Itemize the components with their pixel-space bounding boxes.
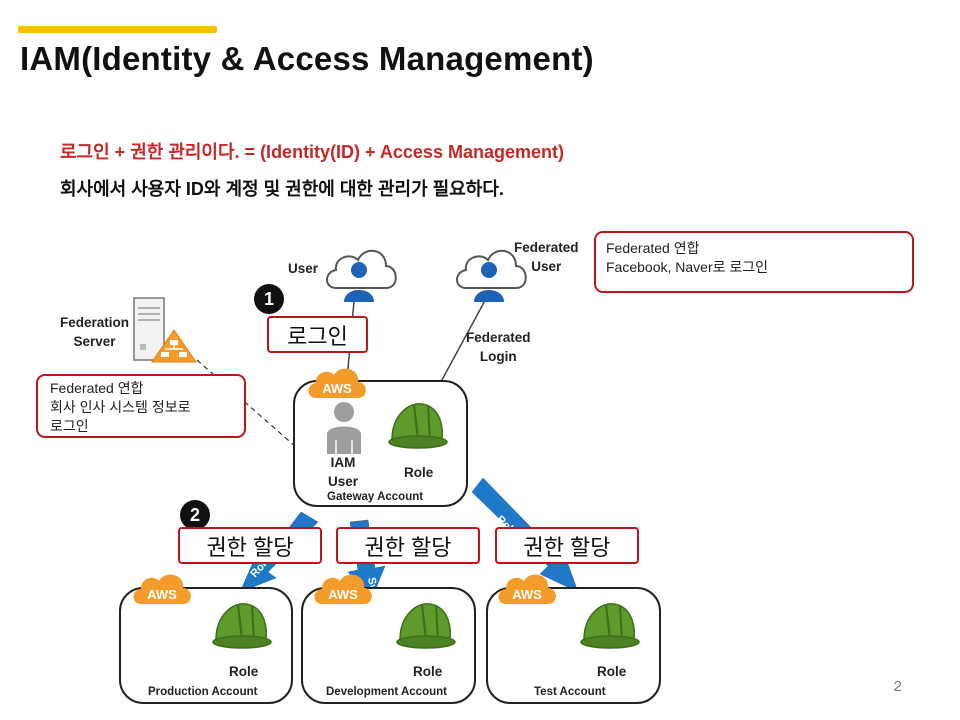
- federation-server-label-line2: Server: [73, 334, 116, 349]
- note-corporate-line3: 로그인: [50, 418, 89, 434]
- aws-cloud-icon: AWS: [308, 368, 366, 398]
- assign-box-test: 권한 할당: [495, 527, 639, 564]
- federated-user-label-line1: Federated: [514, 240, 579, 255]
- iam-user-icon: [327, 402, 361, 454]
- aws-badge-text: AWS: [147, 587, 177, 602]
- description-line: 회사에서 사용자 ID와 계정 및 권한에 대한 관리가 필요하다.: [60, 179, 504, 199]
- aws-badge-text: AWS: [512, 587, 542, 602]
- accent-bar: [18, 26, 217, 33]
- production-account-label: Production Account: [148, 686, 258, 698]
- note-corporate-line2: 회사 인사 시스템 정보로: [50, 399, 191, 415]
- gateway-account-label: Gateway Account: [327, 491, 424, 503]
- definition-line: 로그인 + 권한 관리이다. = (Identity(ID) + Access …: [60, 142, 564, 162]
- federated-login-label: Federated Login: [466, 328, 531, 366]
- federation-server-label: Federation Server: [60, 313, 129, 351]
- development-account-label: Development Account: [326, 686, 447, 698]
- aws-cloud-icon: AWS: [498, 574, 556, 604]
- federated-user-label-line2: User: [531, 259, 562, 274]
- page-title: IAM(Identity & Access Management): [20, 40, 594, 77]
- step-1-badge: 1: [254, 284, 284, 314]
- aws-cloud-icon: AWS: [314, 574, 372, 604]
- role-helmet-icon: [580, 603, 640, 649]
- test-role-label: Role: [597, 664, 627, 679]
- federated-user-cloud-icon: [456, 250, 527, 302]
- iam-user-label-line1: IAM: [330, 455, 356, 470]
- role-helmet-icon: [212, 603, 272, 649]
- iam-user-label: IAM User: [328, 453, 358, 491]
- iam-user-label-line2: User: [328, 474, 359, 489]
- development-role-label: Role: [413, 664, 443, 679]
- federation-server-icon: [133, 297, 197, 363]
- assign-box-production: 권한 할당: [178, 527, 322, 564]
- aws-badge-text: AWS: [328, 587, 358, 602]
- federated-user-label: Federated User: [514, 238, 579, 276]
- aws-badge-text: AWS: [322, 381, 352, 396]
- federation-server-label-line1: Federation: [60, 315, 130, 330]
- test-account-label: Test Account: [534, 686, 606, 698]
- note-social-line2: Facebook, Naver로 로그인: [606, 259, 769, 275]
- role-helmet-icon: [396, 603, 456, 649]
- federated-note-corporate: Federated 연합 회사 인사 시스템 정보로 로그인: [36, 374, 246, 438]
- federated-login-line2: Login: [479, 349, 517, 364]
- production-role-label: Role: [229, 664, 259, 679]
- federated-login-line1: Federated: [466, 330, 531, 345]
- login-box: 로그인: [267, 316, 368, 353]
- federated-note-social: Federated 연합 Facebook, Naver로 로그인: [594, 231, 914, 293]
- user-cloud-icon: [326, 250, 397, 302]
- note-corporate-line1: Federated 연합: [50, 380, 144, 396]
- note-social-line1: Federated 연합: [606, 240, 700, 256]
- role-helmet-icon: [388, 403, 448, 449]
- user-label: User: [288, 261, 319, 276]
- gateway-role-label: Role: [404, 465, 434, 480]
- aws-cloud-icon: AWS: [133, 574, 191, 604]
- step-2-badge: 2: [180, 500, 210, 530]
- assign-box-development: 권한 할당: [336, 527, 480, 564]
- page-number: 2: [893, 678, 902, 695]
